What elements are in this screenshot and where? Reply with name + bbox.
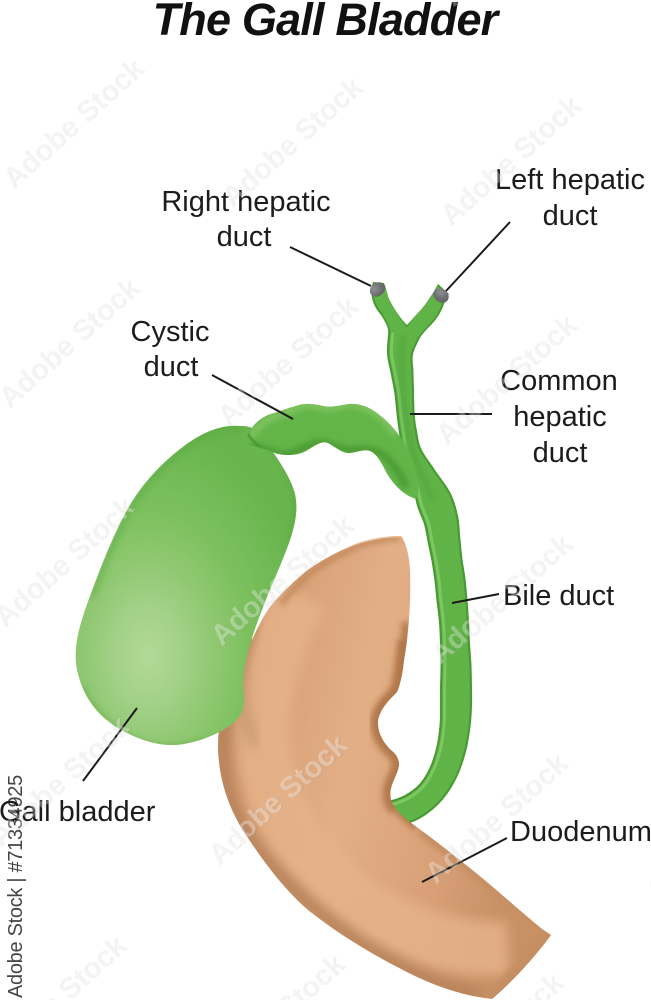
svg-text:Left hepatic: Left hepatic <box>495 164 645 196</box>
svg-text:Adobe Stock: Adobe Stock <box>0 271 145 414</box>
svg-text:duct: duct <box>543 200 598 232</box>
svg-text:Adobe Stock: Adobe Stock <box>635 985 651 1000</box>
svg-text:Adobe Stock: Adobe Stock <box>642 546 651 689</box>
svg-text:Bile duct: Bile duct <box>503 580 614 612</box>
svg-text:The Gall Bladder: The Gall Bladder <box>153 0 501 45</box>
svg-text:duct: duct <box>217 221 272 253</box>
svg-text:Cystic: Cystic <box>131 316 210 348</box>
svg-text:Adobe Stock | #71334925: Adobe Stock | #71334925 <box>5 775 27 998</box>
svg-text:Common: Common <box>500 365 618 397</box>
svg-text:Adobe Stock: Adobe Stock <box>0 52 149 195</box>
svg-text:duct: duct <box>533 437 588 469</box>
svg-text:Adobe Stock: Adobe Stock <box>437 0 591 13</box>
svg-text:Gall bladder: Gall bladder <box>0 796 156 828</box>
svg-text:Duodenum: Duodenum <box>510 816 651 848</box>
svg-text:hepatic: hepatic <box>513 401 607 433</box>
svg-text:duct: duct <box>144 351 199 383</box>
svg-text:Adobe Stock: Adobe Stock <box>646 327 651 470</box>
svg-text:Right hepatic: Right hepatic <box>161 186 330 218</box>
svg-text:Adobe Stock: Adobe Stock <box>633 985 651 1000</box>
svg-text:Adobe Stock: Adobe Stock <box>196 948 350 1000</box>
